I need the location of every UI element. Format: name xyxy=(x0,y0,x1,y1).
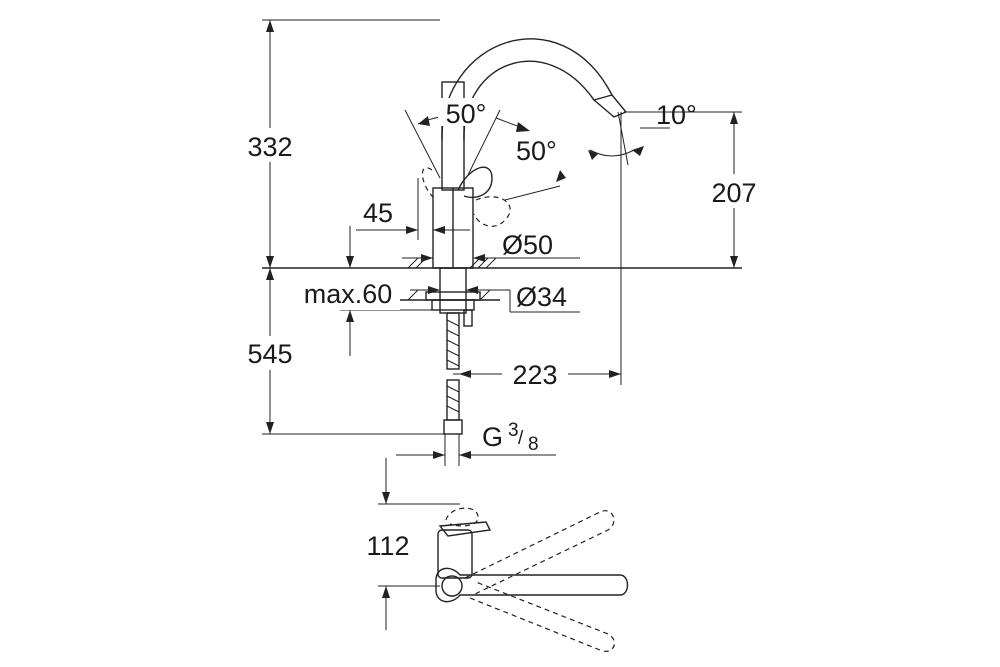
dim-10-arc xyxy=(589,149,635,157)
top-view: 112 xyxy=(366,458,629,652)
dim-332-arrow-bottom xyxy=(266,256,274,268)
dim-10-arrow-right xyxy=(632,146,644,156)
dim-o34-arrow-left xyxy=(428,286,440,294)
dim-207-label: 207 xyxy=(711,178,756,208)
top-spout-pivot xyxy=(441,575,463,597)
dim-332-arrow-top xyxy=(266,20,274,32)
dim-223-arrow-left xyxy=(459,370,471,378)
dim-45-arrow-right xyxy=(406,226,418,234)
mounting-washer xyxy=(425,291,481,301)
dim-207-arrow-top xyxy=(730,112,738,124)
dim-max60-arrow-top xyxy=(346,256,354,268)
hose-connector xyxy=(443,419,463,435)
dim-g-fraction-slash: / xyxy=(518,428,524,449)
dim-50a-label: 50° xyxy=(446,99,487,129)
threaded-rod xyxy=(463,309,473,327)
handle-alt-left xyxy=(421,167,435,199)
dim-50a-ref-right xyxy=(467,109,501,176)
dim-o50-label: Ø50 xyxy=(502,230,553,260)
dim-45-label: 45 xyxy=(363,198,393,228)
dim-g-arrow-right xyxy=(459,451,471,459)
dim-545-label: 545 xyxy=(247,339,292,369)
mounting-nut xyxy=(431,299,475,311)
dim-112-label: 112 xyxy=(366,531,409,561)
dim-o50-arrow xyxy=(473,254,485,262)
dim-112-arrow-bottom xyxy=(382,586,390,598)
dim-o34-label: Ø34 xyxy=(516,282,567,312)
handle-alt-right xyxy=(473,196,511,227)
dim-112-arrow-top xyxy=(382,492,390,504)
dim-223-label: 223 xyxy=(512,360,557,390)
dim-o50-arrow-left xyxy=(421,254,433,262)
dim-50b-arrow-lower xyxy=(556,170,566,182)
hose-braid xyxy=(446,319,460,367)
dim-50b-label: 50° xyxy=(516,136,557,166)
side-view: 332 545 207 10° 50° xyxy=(236,19,768,466)
mounting-shank xyxy=(439,267,467,314)
top-body xyxy=(437,529,473,579)
top-handle xyxy=(438,521,492,537)
dim-545-arrow-bottom xyxy=(266,422,274,434)
hose-braid-lower xyxy=(446,385,460,413)
dim-332-label: 332 xyxy=(247,132,292,162)
dim-45-arrow-left xyxy=(433,226,445,234)
dim-50b-arrow xyxy=(516,122,530,132)
dim-10-label: 10° xyxy=(656,100,697,130)
spout-angle-ref xyxy=(617,111,629,166)
dim-g-arrow-left xyxy=(433,451,445,459)
dim-50a-ref-left xyxy=(404,109,441,179)
dim-g-fraction-den: 8 xyxy=(528,434,539,455)
dim-max60-label: max.60 xyxy=(304,279,393,309)
top-spout-swing-lower xyxy=(469,581,616,652)
dim-10-arrow-left xyxy=(588,150,598,160)
dim-max60-arrow-bottom xyxy=(346,310,354,322)
dim-o34-arrow xyxy=(466,286,478,294)
braided-hose xyxy=(446,312,460,370)
dim-g-fraction-num: 3 xyxy=(508,420,519,441)
braided-hose-lower xyxy=(446,379,460,421)
top-handle-alt xyxy=(445,507,479,527)
dim-50a-arrow-left xyxy=(418,116,430,126)
dim-545-arrow-top xyxy=(266,268,274,280)
top-spout xyxy=(435,567,629,603)
lever-handle xyxy=(457,166,493,199)
dim-50b-ref xyxy=(504,185,561,201)
dim-207-arrow-bottom xyxy=(730,256,738,268)
top-spout-swing-upper xyxy=(464,510,615,595)
counter-hatch xyxy=(407,257,497,301)
dim-g-label: G xyxy=(482,422,503,452)
dim-223-arrow-right xyxy=(609,370,621,378)
